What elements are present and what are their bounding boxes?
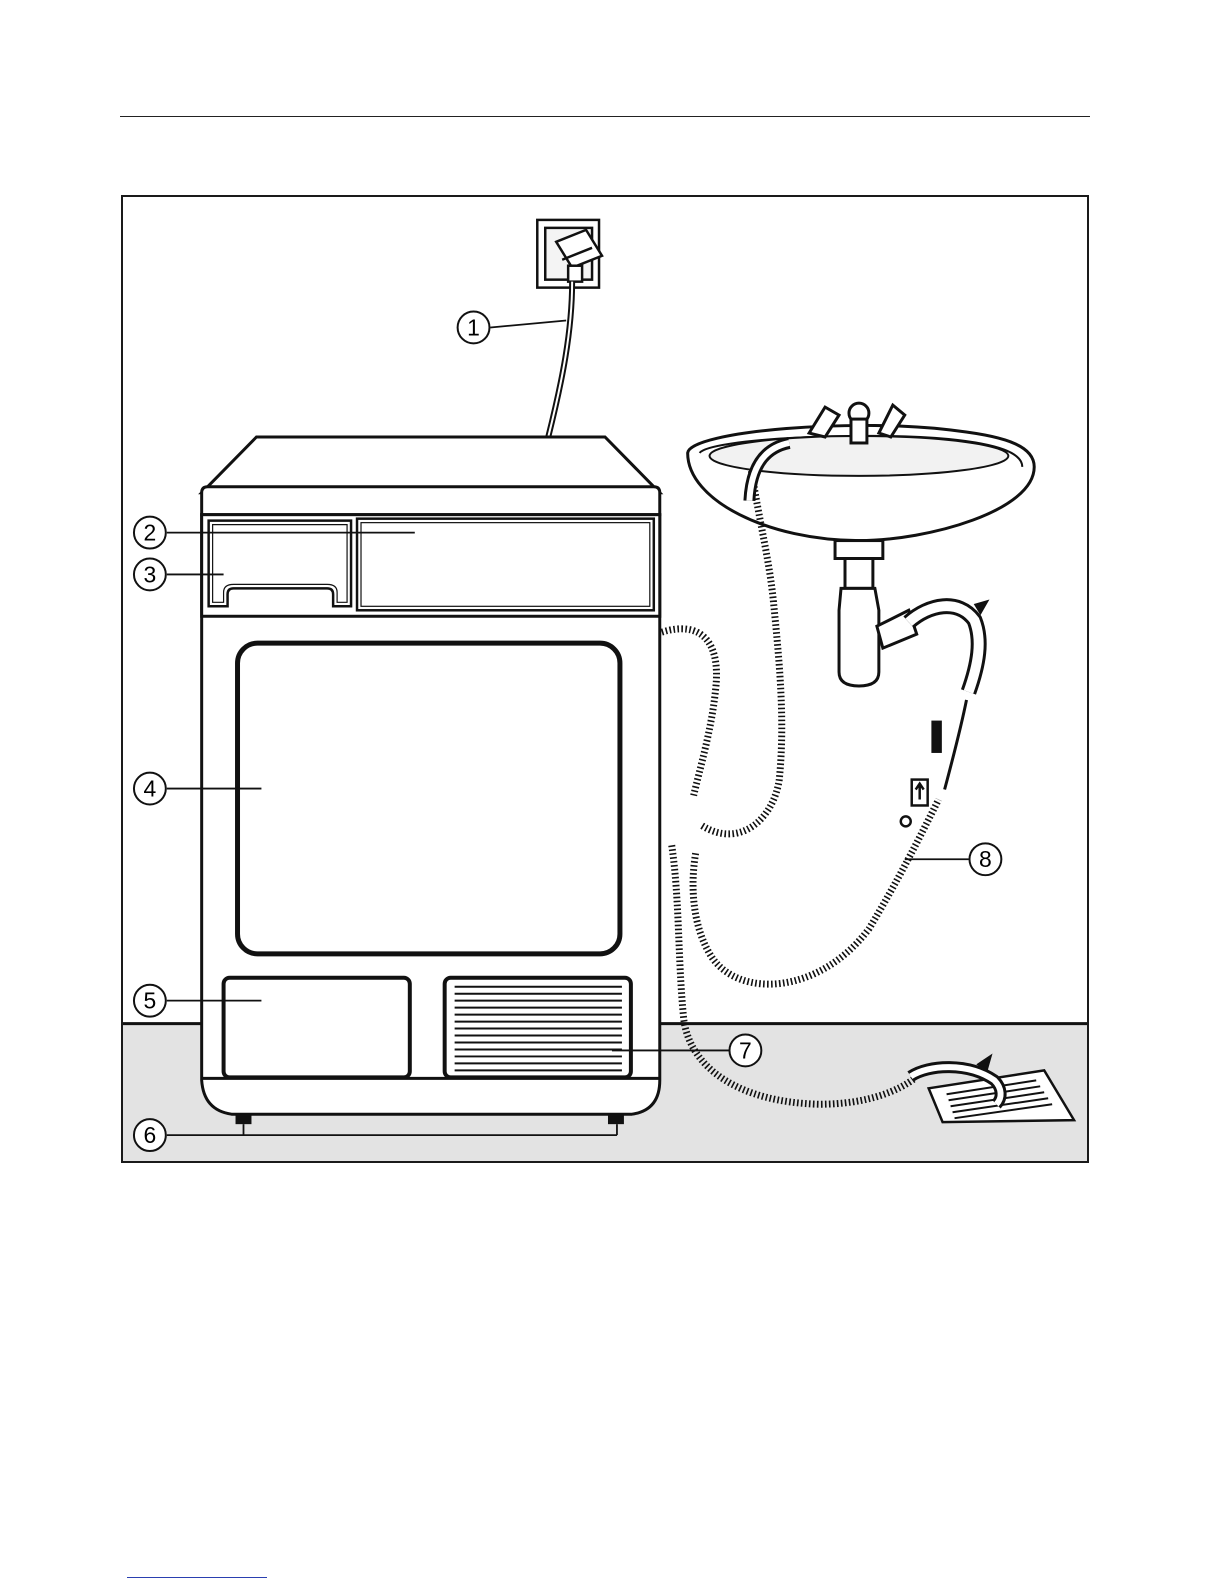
callout-4-label: 4 <box>144 776 157 802</box>
callout-1-label: 1 <box>467 314 480 340</box>
callout-2-label: 2 <box>144 520 157 546</box>
callout-3-label: 3 <box>144 561 157 587</box>
callout-4: 4 <box>134 773 166 805</box>
drain-hose-arch <box>909 600 989 692</box>
callout-5-label: 5 <box>144 988 157 1014</box>
wall-socket <box>537 220 602 288</box>
dryer <box>202 437 660 1114</box>
callout-3: 3 <box>134 559 166 591</box>
callout-1: 1 <box>458 312 490 344</box>
callout-5: 5 <box>134 985 166 1017</box>
callout-8-label: 8 <box>979 846 992 872</box>
callout-7: 7 <box>729 1035 761 1067</box>
callout-7-label: 7 <box>739 1037 752 1063</box>
power-cord <box>548 282 572 437</box>
callout-6-label: 6 <box>144 1122 157 1148</box>
callout-8: 8 <box>969 843 1001 875</box>
figure-drawing: 1 2 3 4 5 6 7 8 <box>123 197 1087 1161</box>
footer-link-underline[interactable] <box>127 1577 267 1578</box>
callout-6: 6 <box>134 1119 166 1151</box>
callout-2: 2 <box>134 517 166 549</box>
header-rule <box>120 116 1090 117</box>
dryer-installation-figure: 1 2 3 4 5 6 7 8 <box>121 195 1089 1163</box>
